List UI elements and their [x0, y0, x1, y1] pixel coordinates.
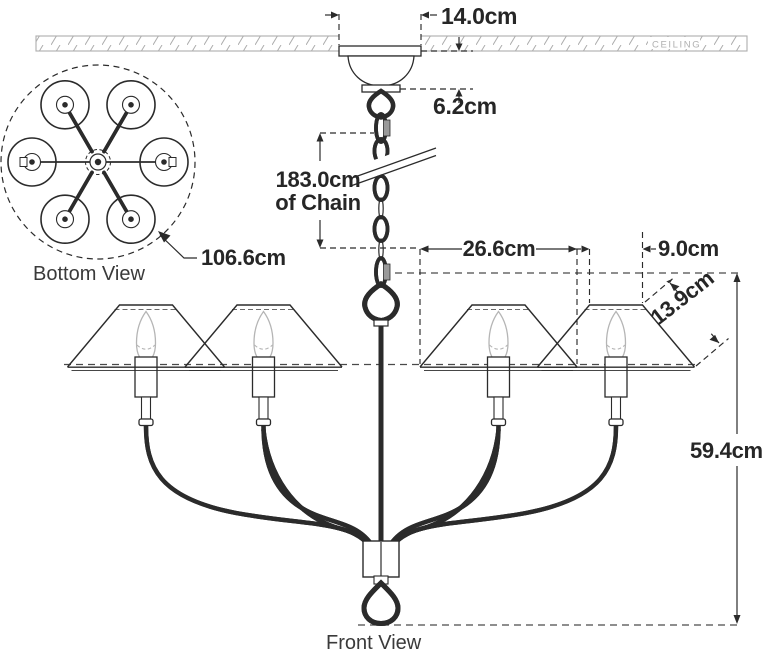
- ceiling-label: CEILING: [652, 40, 701, 51]
- canopy-height-label: 6.2cm: [433, 93, 497, 119]
- bottom-view: Bottom View: [0, 64, 196, 285]
- fixture-outline-circle: [0, 64, 196, 260]
- shade-top-diameter-label: 9.0cm: [658, 236, 719, 261]
- chain-break-mark: [351, 154, 437, 187]
- lights: [66, 304, 696, 427]
- front-view: Front View: [66, 45, 696, 654]
- front-view-title: Front View: [326, 632, 422, 654]
- dimension-canopy-width: 14.0cm: [325, 3, 518, 45]
- shade: [139, 137, 189, 187]
- body-height-label: 59.4cm: [690, 438, 763, 463]
- bottom-view-shades: [7, 80, 189, 244]
- fixture-diameter-label: 106.6cm: [201, 245, 286, 270]
- dimension-chain-length: 183.0cm of Chain: [275, 132, 418, 249]
- chain-break-mark: [351, 147, 437, 179]
- candle-bulbs: [135, 310, 627, 363]
- chain-connector: [383, 119, 391, 137]
- chain-connector: [383, 263, 391, 281]
- shade: [7, 137, 57, 187]
- stem-collar: [373, 319, 389, 327]
- chain-length-label: 183.0cm: [276, 167, 361, 192]
- dimension-shade-bottom-diameter: 26.6cm: [419, 236, 578, 364]
- shade: [106, 80, 156, 130]
- canopy-width-label: 14.0cm: [441, 3, 517, 29]
- shade-slant-height-label: 13.9cm: [646, 265, 719, 330]
- center-hub: [85, 149, 111, 175]
- dimension-shade-slant-height: 13.9cm: [644, 265, 729, 367]
- dimension-canopy-height: 6.2cm: [400, 37, 497, 119]
- shade: [40, 194, 90, 244]
- chain-length-label2: of Chain: [275, 190, 361, 215]
- shade-bottom-diameter-label: 26.6cm: [463, 236, 536, 261]
- shades: [66, 304, 696, 371]
- shade: [184, 304, 343, 371]
- dimension-fixture-diameter: 106.6cm: [158, 231, 286, 270]
- bottom-view-title: Bottom View: [33, 263, 145, 285]
- hub: [362, 540, 400, 585]
- shade: [40, 80, 90, 130]
- dimension-shade-top-diameter: 9.0cm: [573, 232, 719, 303]
- arms-radial: [65, 106, 131, 218]
- shade: [106, 194, 156, 244]
- canopy: [338, 45, 422, 93]
- dimension-body-height: 59.4cm: [686, 273, 764, 624]
- arms: [143, 423, 619, 557]
- shade: [536, 304, 696, 371]
- chain: [351, 112, 437, 288]
- ceiling-hatch-band: CEILING: [35, 35, 748, 52]
